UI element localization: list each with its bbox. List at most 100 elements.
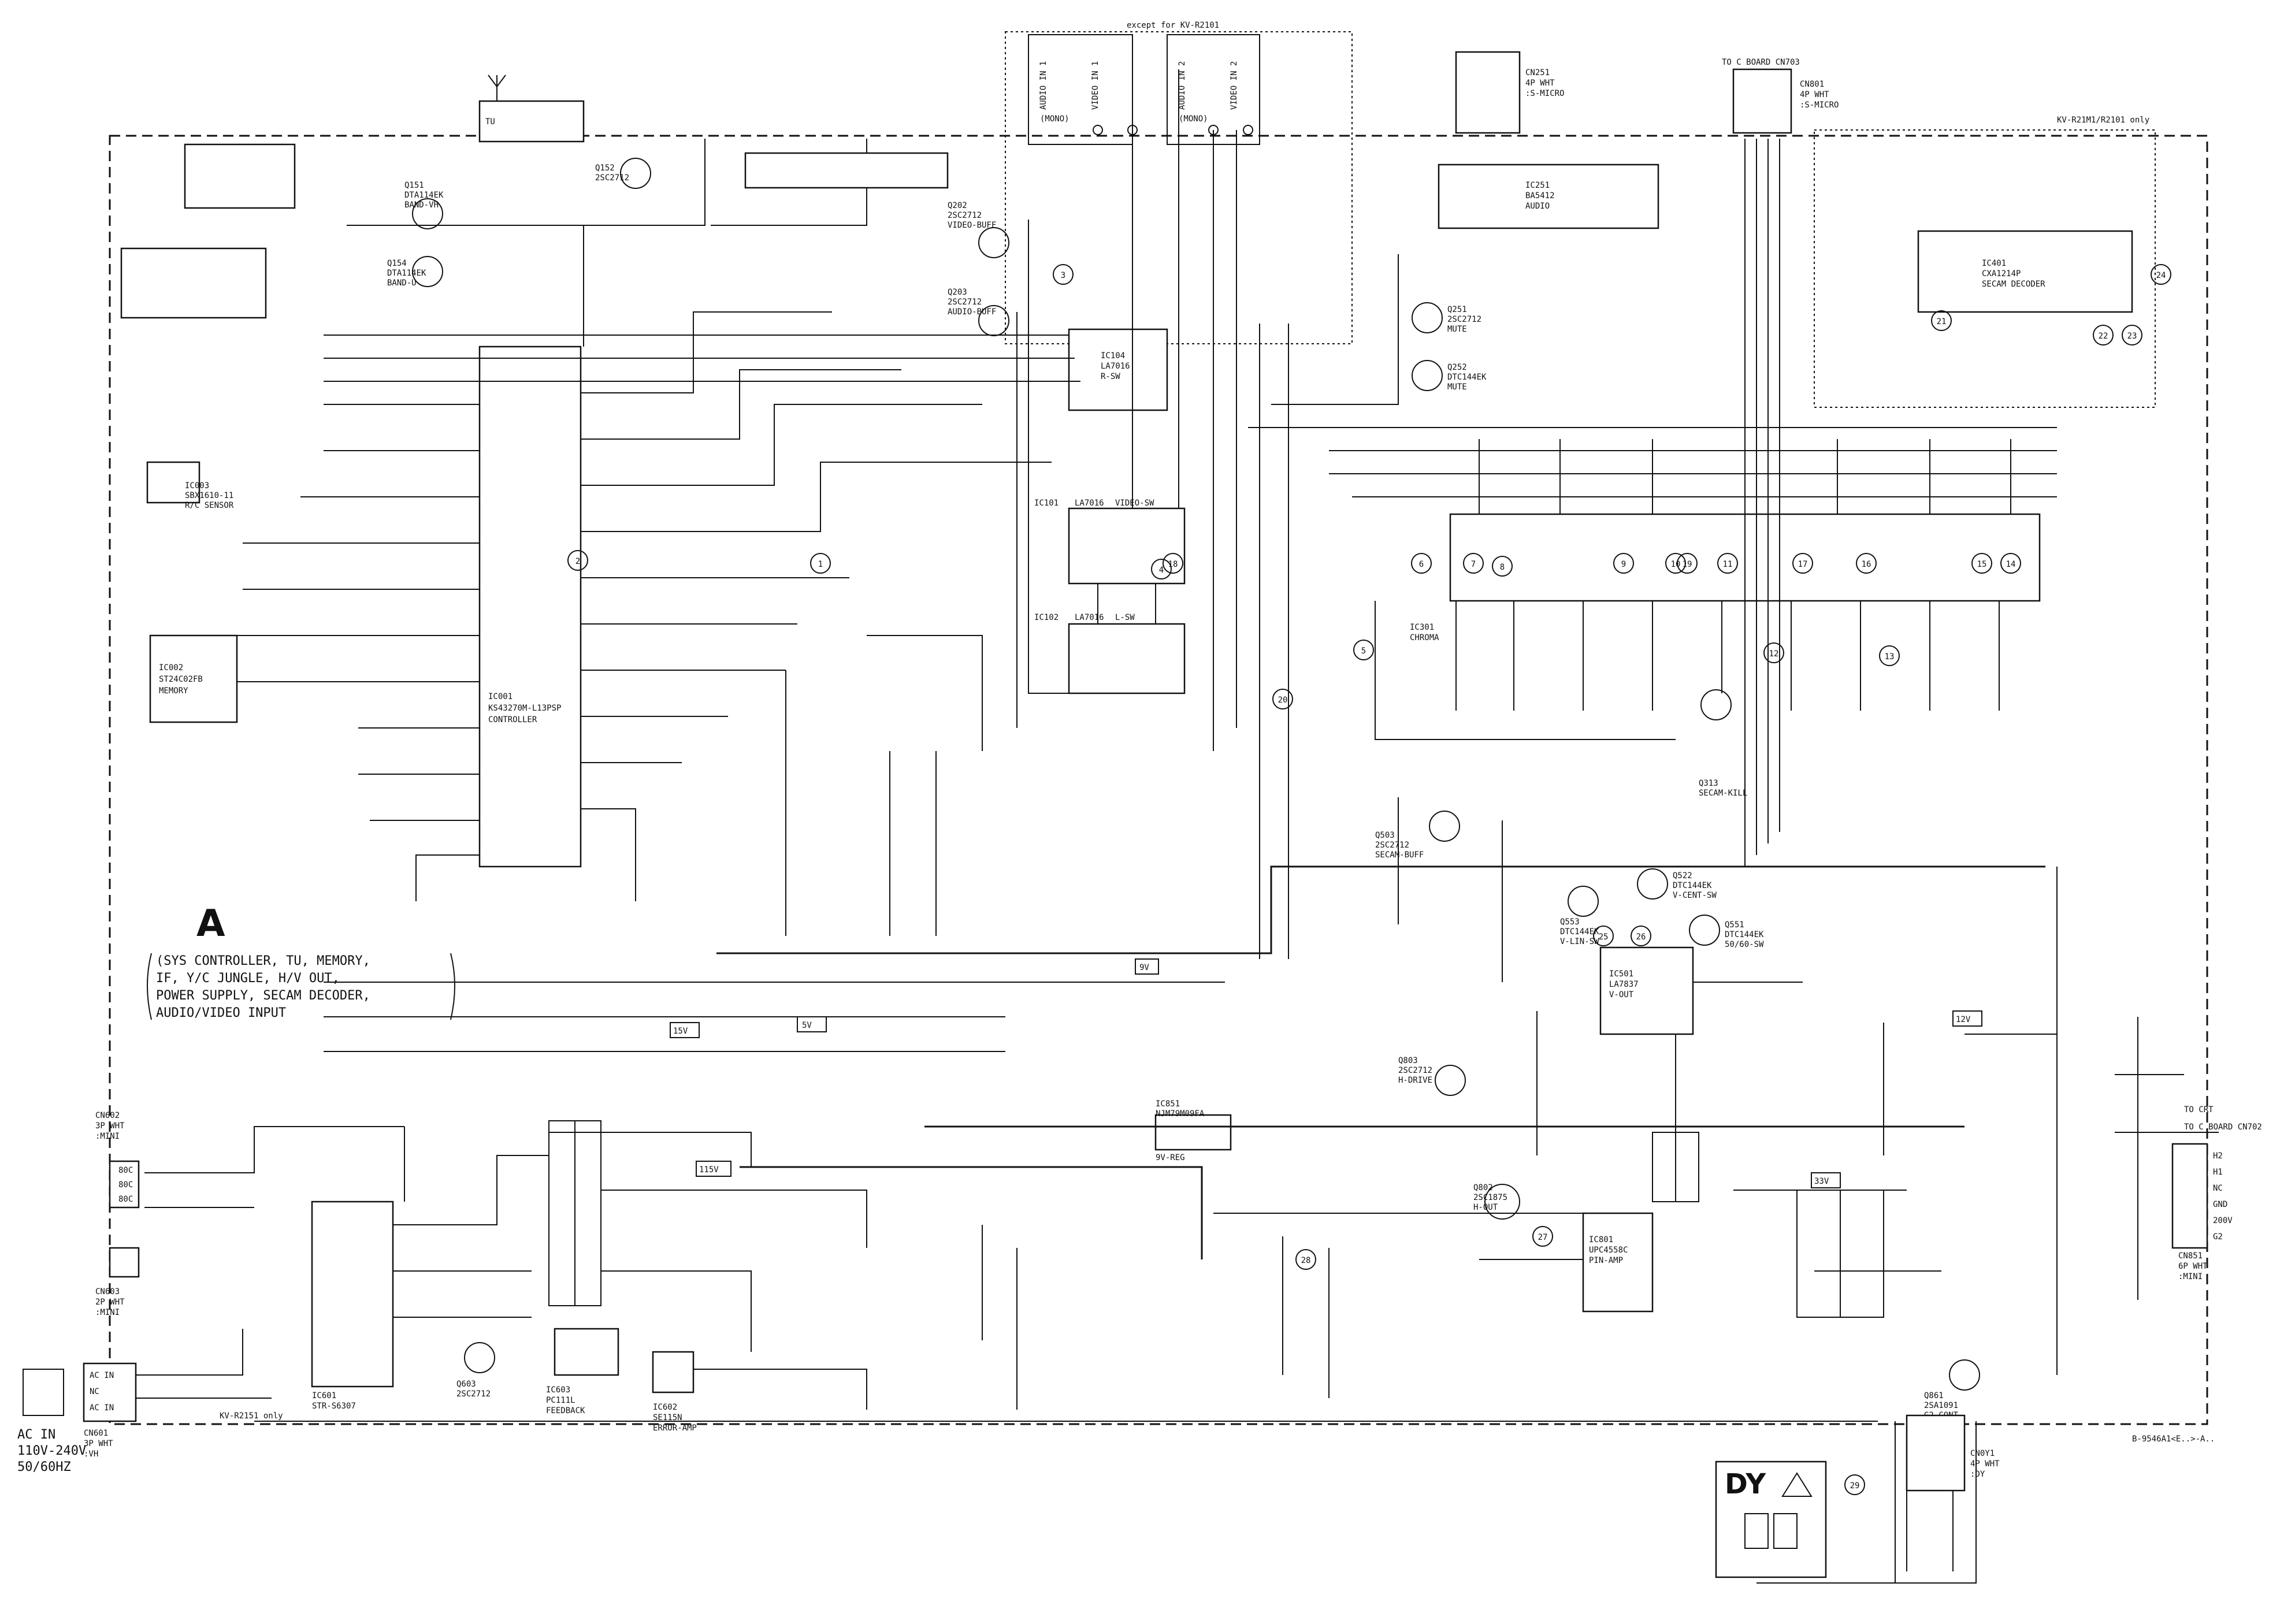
probe-point: 1: [810, 553, 831, 574]
svg-text:CN801: CN801: [1800, 80, 1824, 89]
svg-text:4P WHT: 4P WHT: [1970, 1459, 2000, 1469]
svg-text:TU: TU: [485, 117, 495, 127]
svg-text:SECAM-BUFF: SECAM-BUFF: [1375, 850, 1424, 860]
svg-text:80C: 80C: [118, 1180, 133, 1190]
probe-point: 24: [2151, 264, 2171, 285]
svg-text:Q551: Q551: [1725, 920, 1744, 930]
probe-point-label: 12: [1769, 649, 1779, 659]
ic102-part: LA7016: [1075, 613, 1104, 622]
ic301-chroma: IC301 CHROMA: [1410, 513, 2041, 642]
video-in-2-label: VIDEO IN 2: [1230, 61, 1239, 110]
to-c-board-702-label: TO C BOARD CN702: [2184, 1123, 2262, 1132]
svg-text::S-MICRO: :S-MICRO: [1525, 89, 1564, 98]
svg-text:MUTE: MUTE: [1447, 325, 1467, 334]
ic001-part: KS43270M-L13PSP: [488, 704, 561, 713]
key-connector-cp003: [120, 247, 267, 319]
svg-text:Q151: Q151: [404, 181, 424, 190]
svg-text:Q251: Q251: [1447, 305, 1467, 314]
svg-text:CN0Y1: CN0Y1: [1970, 1449, 1995, 1458]
probe-point: 21: [1931, 310, 1952, 331]
svg-text:Q522: Q522: [1673, 871, 1692, 880]
deflection-transformer: [1652, 1132, 1699, 1202]
ic002-role: MEMORY: [159, 686, 188, 696]
svg-text:Q313: Q313: [1699, 779, 1718, 788]
ic104-ref: IC104: [1101, 351, 1125, 361]
cn0y1-connector: CN0Y1 4P WHT :DY: [1906, 1414, 2000, 1492]
ic401-ref: IC401: [1982, 259, 2006, 268]
tuner-block: TU: [478, 75, 585, 143]
probe-point-label: 14: [2006, 560, 2016, 569]
svg-text:AC IN: AC IN: [90, 1371, 114, 1380]
power-transformer: [548, 1120, 601, 1306]
probe-point-label: 13: [1885, 652, 1895, 662]
svg-text:GND: GND: [2213, 1200, 2227, 1209]
probe-point-label: 21: [1937, 317, 1947, 326]
key-connector-cp004: [184, 143, 296, 209]
probe-point: 15: [1971, 553, 1992, 574]
ic602-ref: IC602: [653, 1403, 677, 1412]
ic251-audio: IC251 BA5412 AUDIO: [1438, 163, 1659, 229]
probe-point-label: 20: [1278, 696, 1288, 705]
svg-text::MINI: :MINI: [95, 1132, 120, 1141]
q151-transistor: Q151 DTA114EK BAND-VH: [404, 181, 444, 229]
ic851-role: 9V-REG: [1156, 1153, 1185, 1162]
svg-text:DTC144EK: DTC144EK: [1673, 881, 1712, 890]
tuner-if-connector: [744, 152, 949, 189]
secam-subboard-outline: [1814, 129, 2156, 408]
ic501-v-out: IC501 LA7837 V-OUT: [1599, 946, 1694, 1035]
rail-9v: 9V: [1139, 963, 1149, 972]
ic603-ref: IC603: [546, 1385, 570, 1395]
ic002-memory: IC002 ST24C02FB MEMORY: [149, 634, 238, 723]
ic251-role: AUDIO: [1525, 202, 1550, 211]
ic003-part: SBX1610-11: [185, 491, 233, 500]
q154-transistor: Q154 DTA114EK BAND-U: [387, 256, 443, 288]
svg-text:80C: 80C: [118, 1195, 133, 1204]
board-desc-line-2: IF, Y/C JUNGLE, H/V OUT,: [156, 971, 340, 986]
ic301-role: CHROMA: [1410, 633, 1439, 642]
svg-text:50/60-SW: 50/60-SW: [1725, 940, 1764, 949]
probe-point: 18: [1163, 553, 1183, 574]
ic602-role: ERROR-AMP: [653, 1424, 697, 1433]
svg-text:4P WHT: 4P WHT: [1525, 79, 1555, 88]
flyback-transformer: [1796, 1190, 1884, 1318]
svg-text:Q553: Q553: [1560, 917, 1580, 927]
probe-point: 3: [1053, 264, 1074, 285]
svg-text:2SC2712: 2SC2712: [1375, 841, 1409, 850]
ic602-error-amp: IC602 SE115N ERROR-AMP: [652, 1351, 697, 1433]
except-note-top: except for KV-R2101: [1127, 21, 1219, 30]
ic102-l-sw: IC102 LA7016 L-SW: [1034, 613, 1186, 694]
probe-point: 2: [567, 550, 588, 571]
svg-text:V-CENT-SW: V-CENT-SW: [1673, 891, 1717, 900]
q251-transistor: Q251 2SC2712 MUTE: [1412, 302, 1481, 334]
probe-point-label: 25: [1599, 932, 1609, 942]
board-desc-line-3: POWER SUPPLY, SECAM DECODER,: [156, 988, 370, 1003]
svg-text:Q503: Q503: [1375, 831, 1395, 840]
svg-text:G2: G2: [2213, 1232, 2223, 1242]
mono-label-1: (MONO): [1040, 114, 1069, 124]
ic101-role: VIDEO-SW: [1115, 499, 1154, 508]
ic401-part: CXA1214P: [1982, 269, 2021, 278]
ic801-role: PIN-AMP: [1589, 1256, 1623, 1265]
probe-point-label: 15: [1977, 560, 1987, 569]
ic002-part: ST24C02FB: [159, 675, 203, 684]
svg-text:2SC2712: 2SC2712: [1447, 315, 1481, 324]
ac-plug: AC IN 110V-240V 50/60HZ: [17, 1369, 86, 1474]
probe-point-label: 27: [1538, 1233, 1548, 1242]
q553-transistor: Q553 DTC144EK V-LIN-SW: [1560, 886, 1599, 946]
probe-point: 16: [1856, 553, 1877, 574]
probe-point-label: 24: [2156, 271, 2166, 280]
rail-33v: 33V: [1814, 1177, 1829, 1186]
svg-text:CN851: CN851: [2178, 1251, 2203, 1261]
svg-text:2SC2712: 2SC2712: [948, 211, 982, 220]
probe-point: 9: [1613, 553, 1634, 574]
board-desc-line-4: AUDIO/VIDEO INPUT: [156, 1006, 286, 1020]
cn602-connector: CN602 3P WHT :MINI 80C 80C 80C: [95, 1111, 140, 1209]
q802-transistor: Q802 2SC1875 H-OUT: [1473, 1183, 1520, 1220]
svg-text:DTC144EK: DTC144EK: [1725, 930, 1764, 939]
svg-text:DTA114EK: DTA114EK: [404, 191, 444, 200]
svg-text:Q152: Q152: [595, 163, 615, 173]
ic003-ref: IC003: [185, 481, 209, 490]
dy-deflection-yoke-block: DY: [1715, 1461, 1827, 1578]
ic603-role: FEEDBACK: [546, 1406, 585, 1415]
